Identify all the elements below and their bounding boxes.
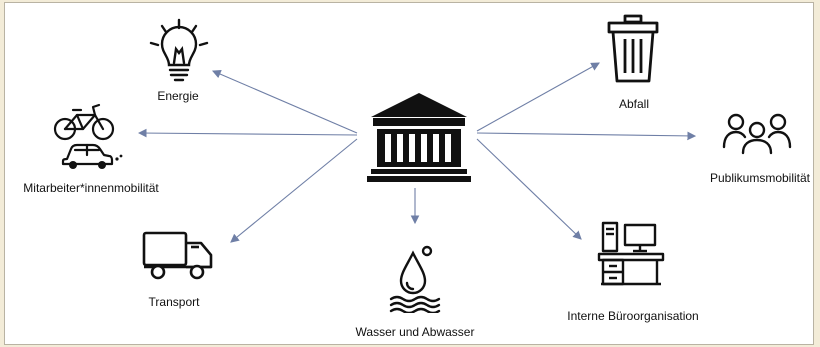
label-wasser: Wasser und Abwasser	[355, 325, 475, 339]
bicycle-car-icon	[53, 103, 123, 169]
arrow-to-abfall	[476, 62, 600, 132]
label-transport: Transport	[148, 295, 200, 309]
water-drop-icon	[389, 245, 441, 313]
diagram-canvas: Energie Mitarbeiter*innenmobilität	[4, 2, 814, 345]
people-group-icon	[722, 113, 792, 155]
arrow-to-publikum	[476, 131, 697, 141]
label-publikum: Publikumsmobilität	[709, 171, 811, 185]
arrow-to-mitarbeiter	[137, 128, 358, 138]
institution-building-icon	[367, 93, 471, 182]
lightbulb-icon	[149, 18, 209, 82]
arrow-to-transport	[230, 138, 358, 243]
label-energie: Energie	[157, 89, 199, 103]
trash-bin-icon	[607, 14, 659, 83]
label-mitarbeiter: Mitarbeiter*innenmobilität	[23, 181, 159, 195]
arrow-to-buero	[476, 138, 582, 240]
label-buero: Interne Büroorganisation	[567, 309, 699, 323]
truck-icon	[142, 231, 213, 280]
office-desk-icon	[597, 221, 665, 286]
arrow-to-energie	[211, 70, 358, 134]
label-abfall: Abfall	[618, 97, 650, 111]
connector-arrows	[137, 62, 697, 243]
